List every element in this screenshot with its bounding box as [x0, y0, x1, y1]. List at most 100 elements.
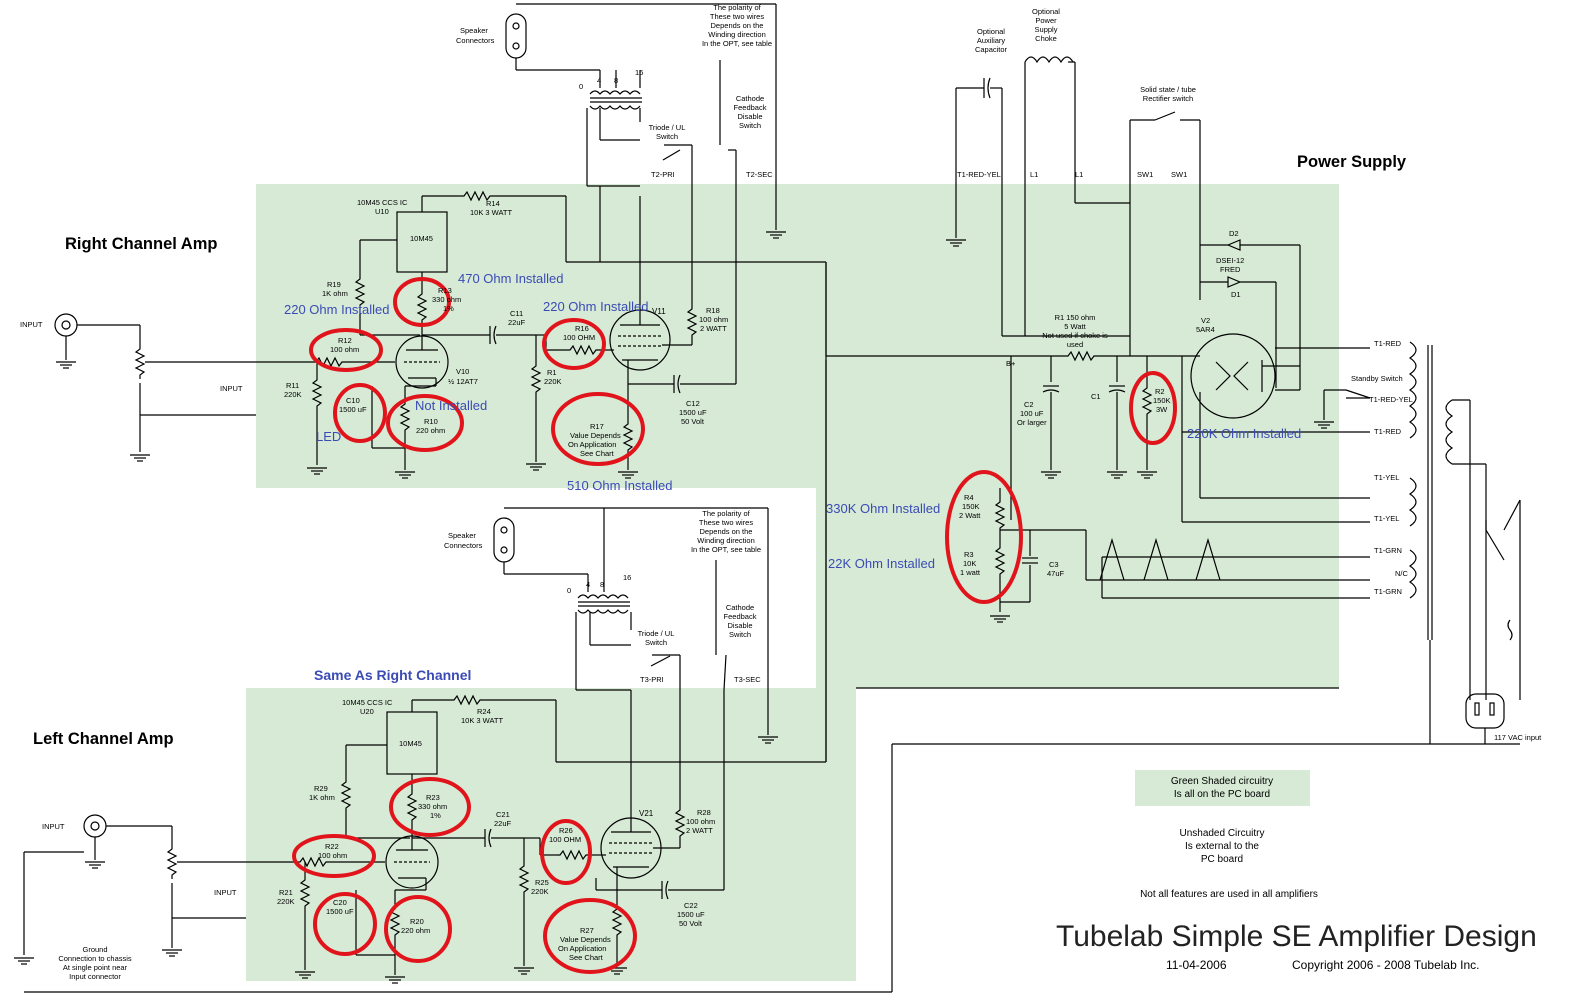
- left-component-labels: 10M45 CCS IC U20 10M45 R24 10K 3 WATT R2…: [42, 698, 715, 981]
- r13-installed-note: 470 Ohm Installed: [458, 271, 564, 286]
- legend-green: Is all on the PC board: [1174, 789, 1270, 800]
- r2-label: R2: [1155, 387, 1165, 396]
- speaker-label: Connectors: [444, 541, 483, 550]
- input-label: INPUT: [220, 384, 243, 393]
- t1-label: T1-GRN: [1374, 546, 1402, 555]
- r27-label: R27: [580, 926, 594, 935]
- cathode-feedback-note: Feedback: [734, 103, 767, 112]
- t2-pri-label: T2-PRI: [651, 170, 675, 179]
- r17-label: Value Depends: [570, 431, 621, 440]
- choke-note: Supply: [1035, 25, 1058, 34]
- c3-label: C3: [1049, 560, 1059, 569]
- r13-label: 1%: [443, 304, 454, 313]
- r15-label: R1: [547, 368, 557, 377]
- cathode-feedback-note: Cathode: [726, 603, 754, 612]
- r19-label: R19: [327, 280, 341, 289]
- polarity-note: These two wires: [710, 12, 764, 21]
- triode-ul-note: Switch: [645, 638, 667, 647]
- r3-label: 10K: [963, 559, 976, 568]
- r14-label: R14: [486, 199, 500, 208]
- r4-label: 2 Watt: [959, 511, 981, 520]
- r1-label: used: [1067, 340, 1083, 349]
- r12-installed-note: 220 Ohm Installed: [284, 302, 390, 317]
- v2-label: 5AR4: [1196, 325, 1215, 334]
- opt-tap: 4: [597, 76, 601, 85]
- r15-label: 220K: [544, 377, 562, 386]
- r23-label: 330 ohm: [418, 802, 447, 811]
- c12-label: 50 Volt: [681, 417, 705, 426]
- power-component-labels: Optional Auxiliary Capacitor Optional Po…: [957, 7, 1542, 742]
- r3-label: 1 watt: [960, 568, 981, 577]
- highlight-circles: [292, 277, 1177, 974]
- c22-label: C22: [684, 901, 698, 910]
- polarity-note: Winding direction: [697, 536, 755, 545]
- r25-label: 220K: [531, 887, 549, 896]
- c22-label: 50 Volt: [679, 919, 703, 928]
- r12-label: 100 ohm: [330, 345, 359, 354]
- c2-label: 100 uF: [1020, 409, 1044, 418]
- c2-label: C2: [1024, 400, 1034, 409]
- r29-label: 1K ohm: [309, 793, 335, 802]
- polarity-note: Winding direction: [708, 30, 766, 39]
- t3-sec-label: T3-SEC: [734, 675, 761, 684]
- r20-label: R20: [410, 917, 424, 926]
- opt-tap: 16: [635, 68, 643, 77]
- aux-cap-note: Capacitor: [975, 45, 1008, 54]
- r10-label: R10: [424, 417, 438, 426]
- r28-label: 100 ohm: [686, 817, 715, 826]
- cathode-feedback-note: Feedback: [724, 612, 757, 621]
- dsei-label: DSEI-12: [1216, 256, 1244, 265]
- copyright: Copyright 2006 - 2008 Tubelab Inc.: [1292, 958, 1479, 972]
- cathode-feedback-note: Disable: [737, 112, 762, 121]
- right-opt-wiring: [505, 3, 777, 230]
- legend-unshaded: Is external to the: [1185, 841, 1259, 852]
- pin-label: SW1: [1137, 170, 1153, 179]
- r24-label: 10K 3 WATT: [461, 716, 504, 725]
- speaker-label: Speaker: [448, 531, 476, 540]
- c2-label: Or larger: [1017, 418, 1047, 427]
- r13-label: R13: [438, 286, 452, 295]
- opt-tap: 8: [600, 580, 604, 589]
- c10-label: 1500 uF: [339, 405, 367, 414]
- opt-tap: 4: [586, 580, 590, 589]
- choke-note: Optional: [1032, 7, 1060, 16]
- r4-installed-note: 330K Ohm Installed: [826, 501, 940, 516]
- pin-label: T1-RED-YEL: [957, 170, 1001, 179]
- r27-label: See Chart: [569, 953, 604, 962]
- r16-label: R16: [575, 324, 589, 333]
- left-channel-heading: Left Channel Amp: [33, 730, 174, 748]
- r17-label: R17: [590, 422, 604, 431]
- right-component-labels: 10M45 CCS IC U10 10M45 R14 10K 3 WATT R1…: [20, 198, 728, 458]
- r22-label: R22: [325, 842, 339, 851]
- u20-chip-label: 10M45: [399, 739, 422, 748]
- pin-label: L1: [1075, 170, 1083, 179]
- t1-label: T1-YEL: [1374, 473, 1399, 482]
- legend-unshaded: Unshaded Circuitry: [1179, 828, 1264, 839]
- dsei-label: FRED: [1220, 265, 1241, 274]
- legend-green: Green Shaded circuitry: [1171, 776, 1273, 787]
- r4-label: 150K: [962, 502, 980, 511]
- r27-label: Value Depends: [560, 935, 611, 944]
- diagram-date: 11-04-2006: [1166, 958, 1227, 972]
- t1-label: T1-GRN: [1374, 587, 1402, 596]
- t3-pri-label: T3-PRI: [640, 675, 664, 684]
- ground-note: Ground: [82, 945, 107, 954]
- r17-installed-note: 510 Ohm Installed: [567, 478, 673, 493]
- pin-label: L1: [1030, 170, 1038, 179]
- r12-label: R12: [338, 336, 352, 345]
- legend: Green Shaded circuitry Is all on the PC …: [1140, 776, 1318, 900]
- opt-tap: 0: [579, 82, 583, 91]
- r18-label: 100 ohm: [699, 315, 728, 324]
- same-as-right-note: Same As Right Channel: [314, 667, 471, 683]
- t1-label: T1-YEL: [1374, 514, 1399, 523]
- r23-label: R23: [426, 793, 440, 802]
- r22-label: 100 ohm: [318, 851, 347, 860]
- installed-annotations: 470 Ohm Installed 220 Ohm Installed 220 …: [284, 271, 1301, 571]
- cathode-feedback-note: Switch: [729, 630, 751, 639]
- triode-ul-note: Triode / UL: [638, 629, 675, 638]
- c20-label: 1500 uF: [326, 907, 354, 916]
- d2-label: D2: [1229, 229, 1239, 238]
- c22-label: 1500 uF: [677, 910, 705, 919]
- c12-label: C12: [686, 399, 700, 408]
